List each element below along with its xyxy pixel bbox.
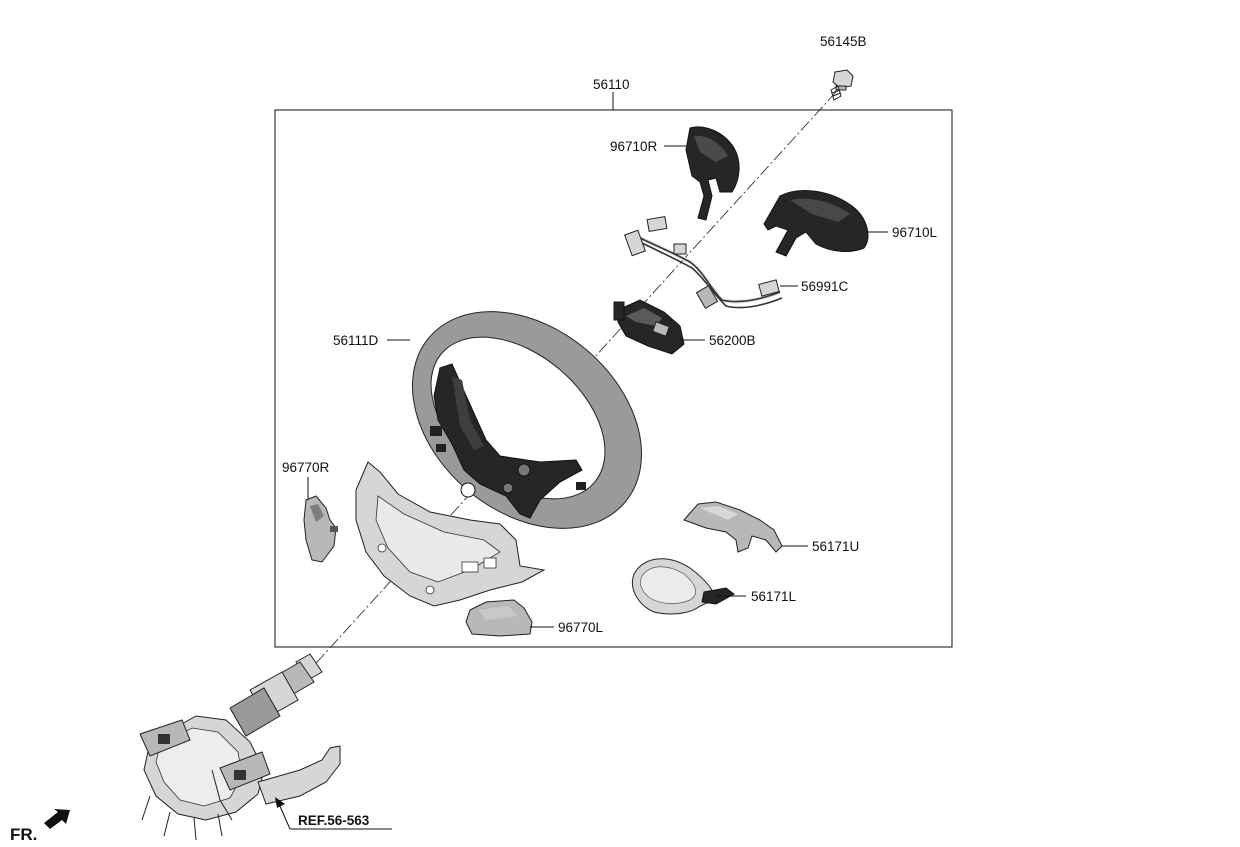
label-56145B: 56145B bbox=[820, 34, 867, 49]
label-96710R: 96710R bbox=[610, 139, 658, 154]
switch-96710R bbox=[685, 126, 740, 221]
ref-arrowhead bbox=[275, 797, 285, 808]
switch-96770R bbox=[303, 495, 338, 563]
leader-ref-diag bbox=[278, 803, 291, 830]
label-56111D: 56111D bbox=[333, 333, 379, 348]
label-56200B: 56200B bbox=[709, 333, 756, 348]
reference-label: REF.56-563 bbox=[298, 813, 370, 828]
steering-wheel-56111D bbox=[411, 311, 643, 529]
steering-column bbox=[139, 653, 341, 841]
label-56171U: 56171U bbox=[812, 539, 859, 554]
lower-cover bbox=[355, 461, 546, 607]
switch-96770L bbox=[465, 599, 533, 637]
cover-56171U bbox=[683, 501, 783, 553]
switch-96710L bbox=[763, 190, 869, 257]
label-96770L: 96770L bbox=[558, 620, 604, 635]
wiring-harness-56991C bbox=[624, 215, 783, 309]
clock-spring-56200B bbox=[613, 299, 685, 355]
label-96710L: 96710L bbox=[892, 225, 938, 240]
label-56110: 56110 bbox=[593, 77, 630, 92]
front-direction-label: FR. bbox=[10, 825, 37, 844]
label-56991C: 56991C bbox=[801, 279, 849, 294]
center-axis bbox=[307, 91, 837, 673]
label-96770R: 96770R bbox=[282, 460, 330, 475]
label-56171L: 56171L bbox=[751, 589, 797, 604]
cover-56171L bbox=[632, 558, 735, 615]
bolt-56145B bbox=[830, 69, 854, 101]
front-arrow-icon bbox=[44, 809, 70, 829]
